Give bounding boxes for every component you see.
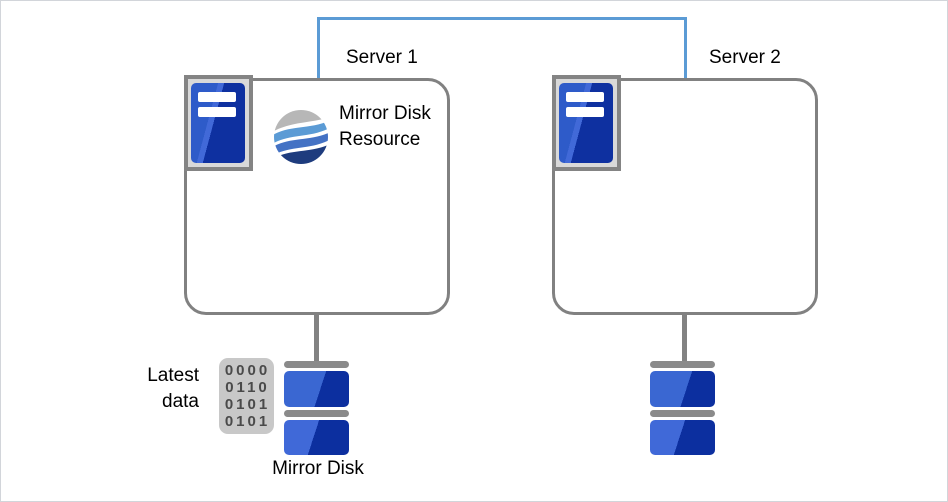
disk-platter (650, 420, 715, 455)
server-tower-icon (191, 83, 245, 163)
disk-cap-bar (650, 410, 715, 417)
mirror-disk-label: Mirror Disk (272, 458, 364, 479)
disk-cap-bar (284, 410, 349, 417)
disk-platter (284, 420, 349, 455)
server1-icon (184, 75, 253, 171)
server-interconnect-line (317, 17, 687, 78)
server-slot-bar (198, 92, 236, 102)
binary-row: 0000 (224, 362, 271, 379)
server-slot-bar (198, 107, 236, 117)
latest-data-label: Latest data (147, 365, 199, 412)
server2-label: Server 2 (709, 47, 781, 68)
disk-cap-bar (284, 361, 349, 368)
server-slot-bar (566, 92, 604, 102)
disk-platter (284, 371, 349, 407)
binary-row: 0101 (224, 396, 271, 413)
server2-icon (552, 75, 621, 171)
disk-cap-bar (650, 361, 715, 368)
server-slot-bar (566, 107, 604, 117)
mirror-disk1-icon (284, 361, 349, 455)
mirror-disk-resource-label: Mirror Disk Resource (339, 103, 431, 150)
server1-disk-connector (314, 312, 319, 364)
server2-disk-connector (682, 312, 687, 364)
binary-row: 0101 (224, 413, 271, 430)
mirror-disk2-icon (650, 361, 715, 455)
server1-label: Server 1 (346, 47, 418, 68)
mirror-disk-resource-icon (274, 110, 328, 164)
binary-row: 0110 (225, 379, 270, 396)
disk-platter (650, 371, 715, 407)
server-tower-icon (559, 83, 613, 163)
binary-data-icon: 0000 0110 0101 0101 (219, 358, 274, 434)
